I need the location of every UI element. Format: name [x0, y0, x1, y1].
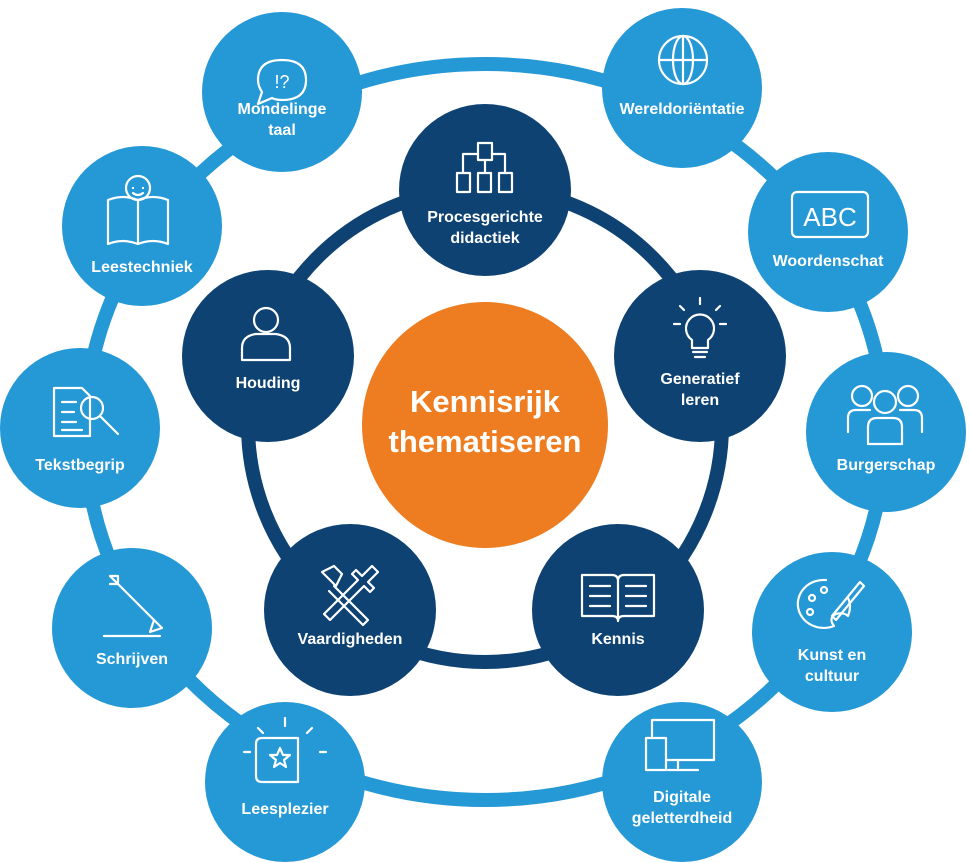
node-label: Generatief — [660, 371, 740, 388]
outer-node-mondelinge-taal: !? Mondelinge taal — [202, 12, 362, 172]
devices-icon — [644, 718, 716, 772]
inner-node-houding: Houding — [182, 270, 354, 442]
person-icon — [240, 306, 292, 362]
inner-node-kennis: Kennis — [532, 524, 704, 696]
outer-node-kunst-en-cultuur: Kunst en cultuur — [752, 552, 912, 712]
inner-node-generatief-leren: Generatief leren — [614, 270, 786, 442]
node-label: Vaardigheden — [298, 631, 403, 648]
outer-node-leesplezier: Leesplezier — [205, 702, 365, 862]
node-label: Woordenschat — [773, 253, 885, 270]
open-book-icon — [580, 573, 656, 623]
node-label: Digitale — [653, 789, 711, 806]
center-title-line2: thematiseren — [389, 424, 582, 459]
center-title-line1: Kennisrijk — [410, 384, 561, 419]
abc-icon — [790, 190, 870, 239]
icon-text: !? — [274, 72, 289, 92]
inner-node-procesgerichte-didactiek: Procesgerichte didactiek — [399, 104, 571, 276]
node-label: Kunst en — [798, 647, 866, 664]
lightbulb-icon — [672, 296, 728, 359]
node-label: Wereldoriëntatie — [619, 101, 744, 118]
outer-node-schrijven: Schrijven — [52, 548, 212, 708]
abc-icon-text: ABC — [803, 202, 856, 232]
reader-icon — [106, 174, 170, 246]
globe-icon — [657, 34, 709, 86]
flowchart-icon — [455, 141, 514, 194]
node-label: Tekstbegrip — [35, 457, 125, 474]
inner-node-vaardigheden: Vaardigheden — [264, 524, 436, 696]
palette-icon — [796, 578, 866, 629]
node-label: Burgerschap — [837, 457, 936, 474]
node-label: Procesgerichte — [427, 209, 543, 226]
node-label: Leestechniek — [91, 259, 192, 276]
outer-node-tekstbegrip: Tekstbegrip — [0, 348, 160, 508]
tools-icon — [320, 564, 380, 627]
pencil-icon — [102, 574, 164, 638]
center-node: Kennisrijk thematiseren — [362, 302, 608, 548]
node-label: leren — [681, 392, 719, 409]
group-icon — [846, 384, 924, 446]
node-label: taal — [268, 122, 296, 139]
outer-node-leestechniek: Leestechniek — [62, 146, 222, 306]
outer-node-wereldorientatie: Wereldoriëntatie — [602, 8, 762, 168]
speech-bubble-icon: !? — [256, 58, 308, 106]
star-book-icon — [242, 716, 328, 784]
node-label: geletterdheid — [632, 810, 732, 827]
node-label: didactiek — [450, 230, 519, 247]
node-label: Mondelinge — [238, 101, 327, 118]
node-label: Kennis — [591, 631, 644, 648]
node-label: Schrijven — [96, 651, 168, 668]
node-label: Houding — [236, 375, 301, 392]
document-search-icon — [52, 386, 120, 438]
node-label: Leesplezier — [241, 801, 328, 818]
outer-node-burgerschap: Burgerschap — [806, 352, 966, 512]
outer-node-digitale-geletterdheid: Digitale geletterdheid — [602, 702, 762, 862]
node-label: cultuur — [805, 668, 859, 685]
outer-node-woordenschat: ABC Woordenschat — [748, 152, 908, 312]
